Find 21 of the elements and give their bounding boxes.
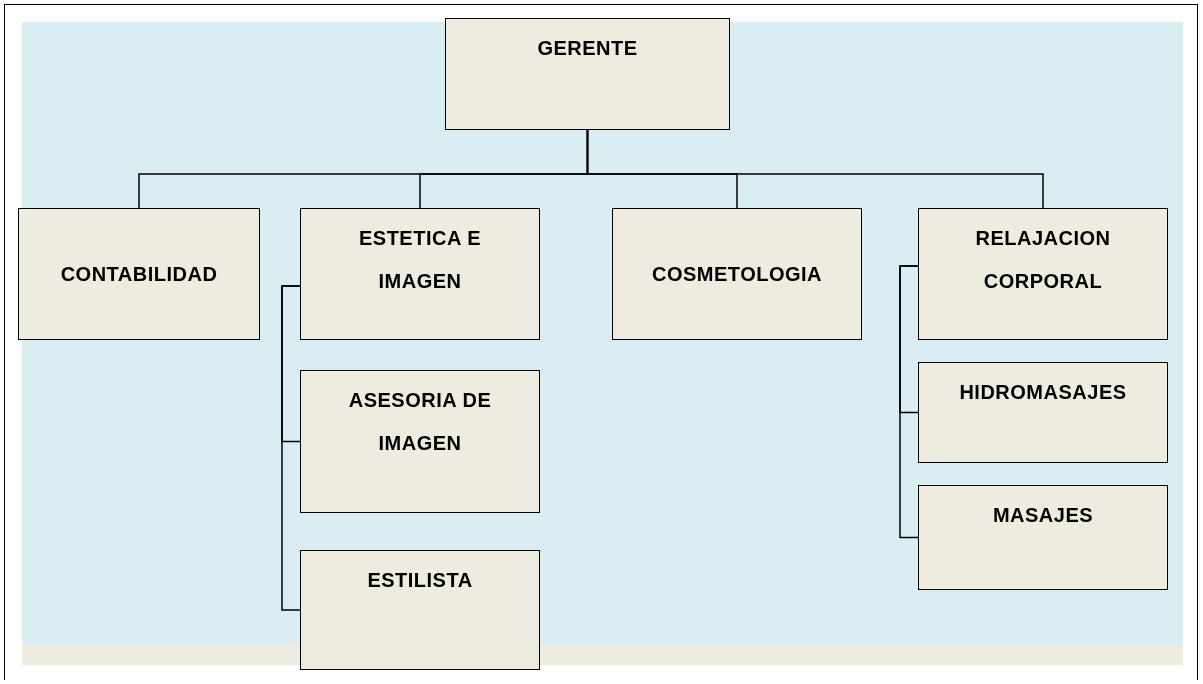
org-box [300, 550, 540, 670]
box-label: GERENTE [537, 36, 638, 61]
box-label: CONTABILIDAD [60, 262, 218, 287]
box-label: MASAJES [992, 503, 1094, 528]
box-label: RELAJACION CORPORAL [974, 226, 1112, 294]
box-label: ESTILISTA [367, 568, 473, 593]
org-box [612, 208, 862, 340]
org-box [18, 208, 260, 340]
connector-line [281, 285, 301, 611]
org-box [445, 18, 730, 130]
org-box [300, 208, 540, 340]
connector-line [586, 129, 1044, 209]
box-label: ESTETICA E IMAGEN [357, 226, 483, 294]
box-label: COSMETOLOGIA [651, 262, 823, 287]
box-label: ASESORIA DE IMAGEN [347, 388, 493, 456]
org-box [300, 370, 540, 513]
org-box [918, 362, 1168, 463]
box-label: HIDROMASAJES [959, 380, 1127, 405]
connector-line [899, 265, 919, 539]
org-box [918, 208, 1168, 340]
org-box [918, 485, 1168, 590]
